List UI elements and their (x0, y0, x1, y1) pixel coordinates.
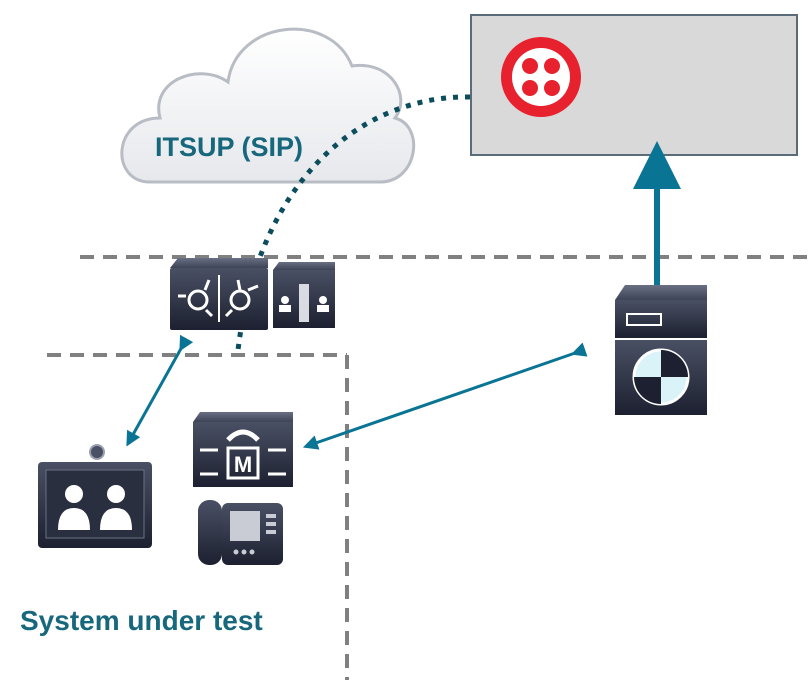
cloud-label: ITSUP (SIP) (155, 132, 304, 162)
video-endpoint-icon (38, 444, 152, 548)
firewall-icon (273, 262, 335, 328)
sbc-icon (170, 258, 268, 330)
sbc-endpoint-link (126, 334, 194, 447)
svg-text:M: M (234, 452, 252, 477)
sip-trunk-link (235, 94, 471, 351)
server-cucm-link (302, 342, 588, 450)
cloud-icon (120, 27, 416, 184)
call-manager-icon: M (193, 412, 293, 487)
server-icon (615, 285, 707, 415)
twilio-logo (501, 37, 581, 117)
system-under-test-label: System under test (20, 605, 263, 636)
ip-phone-icon (198, 500, 283, 565)
twilio-box (470, 14, 798, 156)
